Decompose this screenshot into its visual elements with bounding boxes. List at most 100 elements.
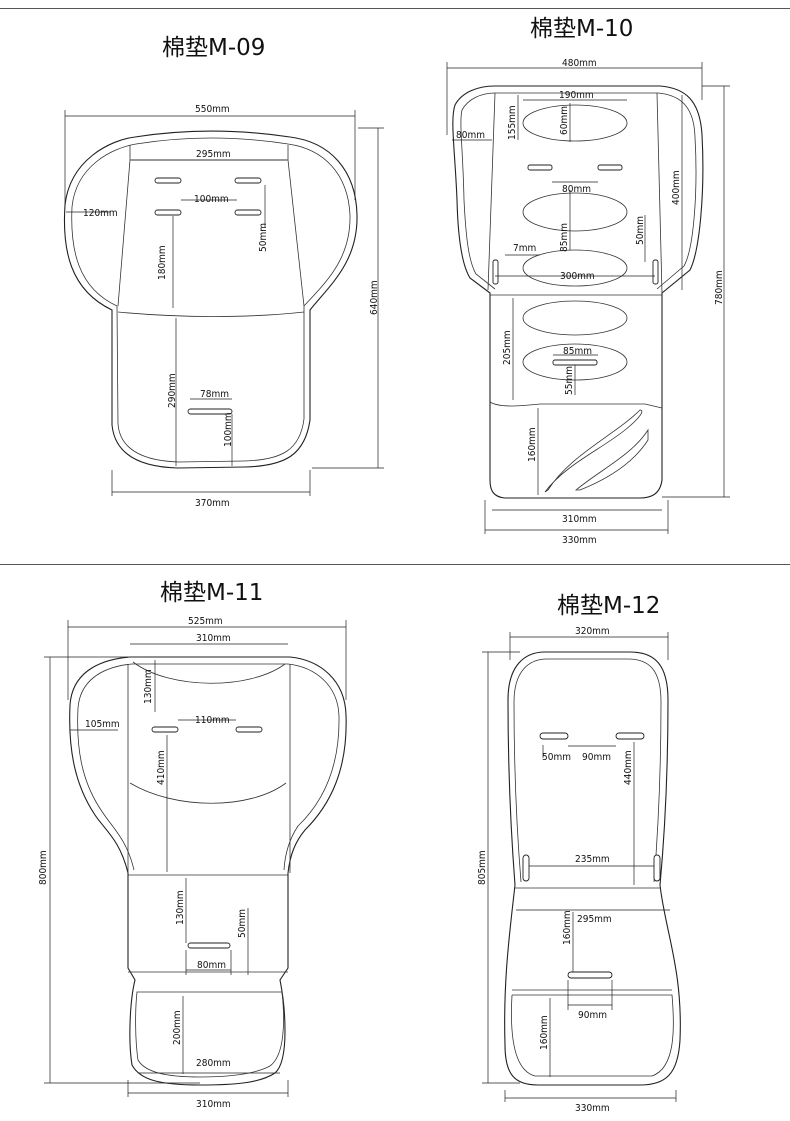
section-divider [0,564,790,565]
slot [154,177,182,184]
harness-hole [522,300,628,336]
slot [522,854,530,882]
pad-inner-outline [460,92,697,290]
pad-outline [69,656,347,1086]
diagram-title: 棉垫M-11 [160,580,263,606]
pad-outline [63,130,358,469]
dim-label: 7mm [513,243,536,254]
slot [234,177,262,184]
shoulder-arc [129,782,287,804]
dim-label: 290mm [167,373,178,408]
dim-label: 280mm [196,1058,231,1069]
top-border [0,8,790,9]
dim-label: 440mm [623,750,634,785]
dim-label: 130mm [143,669,154,704]
dim-label: 90mm [582,752,611,763]
dim-label: 160mm [527,427,538,462]
dim-label: 200mm [172,1010,183,1045]
dim-label: 410mm [156,750,167,785]
harness-hole [522,104,628,142]
slot [597,164,623,171]
diagram-m10: 棉垫M-10 [446,16,730,546]
dim-label: 400mm [671,170,682,205]
dim-label: 300mm [560,271,595,282]
dim-label: 105mm [85,719,120,730]
foot-wave-2 [574,428,649,491]
pad-outline [504,651,681,1086]
dim-label: 235mm [575,854,610,865]
dim-label: 780mm [714,270,725,305]
dim-label: 310mm [196,1099,231,1110]
dim-label: 160mm [562,910,573,945]
dim-label: 80mm [562,184,591,195]
slot [527,164,553,171]
slot [234,209,262,216]
dim-label: 50mm [542,752,571,763]
slot [187,408,233,415]
dim-label: 60mm [559,106,570,135]
back-panel-left [487,92,496,291]
dim-label: 110mm [195,715,230,726]
dim-label: 205mm [502,330,513,365]
harness-hole [522,249,628,287]
diagram-m12: 棉垫M-12 320mm 50mm 90mm 440mm 805mm 235mm… [477,593,681,1114]
dim-label: 100mm [223,412,234,447]
dim-label: 310mm [196,633,231,644]
foot-panel [135,991,284,1078]
diagram-title: 棉垫M-10 [530,16,633,42]
dim-label: 155mm [507,105,518,140]
slot [187,942,231,949]
slot [235,726,263,733]
dim-label: 330mm [575,1103,610,1114]
dim-label: 525mm [188,616,223,627]
foot-panel [511,994,674,1077]
diagram-m11: 棉垫M-11 525mm 310mm 130mm 105mm 110mm 410… [38,580,347,1110]
dim-label: 640mm [369,280,380,315]
dim-label: 160mm [539,1015,550,1050]
dim-label: 50mm [237,909,248,938]
harness-hole [522,192,628,232]
dim-label: 78mm [200,389,229,400]
pad-inner-outline [77,663,340,871]
seat-seam [489,401,663,409]
dim-label: 295mm [196,149,231,160]
pad-inner-outline [513,658,662,883]
dim-label: 480mm [562,58,597,69]
pad-outline [452,85,704,499]
slot [653,854,661,882]
diagram-title: 棉垫M-12 [557,593,660,619]
slot [151,726,179,733]
dim-label: 80mm [197,960,226,971]
head-panel-right [287,145,305,307]
dim-label: 180mm [157,245,168,280]
slot [492,259,499,285]
back-panel-right [656,92,663,294]
dim-label: 50mm [635,216,646,245]
dim-label: 120mm [83,208,118,219]
pad-inner-outline [71,137,351,463]
dim-label: 100mm [194,194,229,205]
slot [567,971,613,979]
dim-label: 90mm [578,1010,607,1021]
dim-label: 370mm [195,498,230,509]
dim-label: 320mm [575,626,610,637]
dim-label: 310mm [562,514,597,525]
slot [652,259,659,285]
waist-seam [117,311,305,317]
dim-label: 190mm [559,90,594,101]
dim-label: 130mm [175,890,186,925]
back-panel [127,664,291,873]
dim-label: 805mm [477,850,488,885]
slot [154,209,182,216]
dim-label: 80mm [456,130,485,141]
head-panel [117,145,131,307]
diagram-m09: 棉垫M-09 550mm 295mm 100mm 120mm 50mm 180m… [63,35,384,509]
dim-label: 800mm [38,850,49,885]
foot-wave [544,409,643,493]
dim-label: 85mm [563,346,592,357]
diagram-title: 棉垫M-09 [162,35,265,61]
dim-label: 55mm [564,366,575,395]
dim-label: 85mm [559,223,570,252]
